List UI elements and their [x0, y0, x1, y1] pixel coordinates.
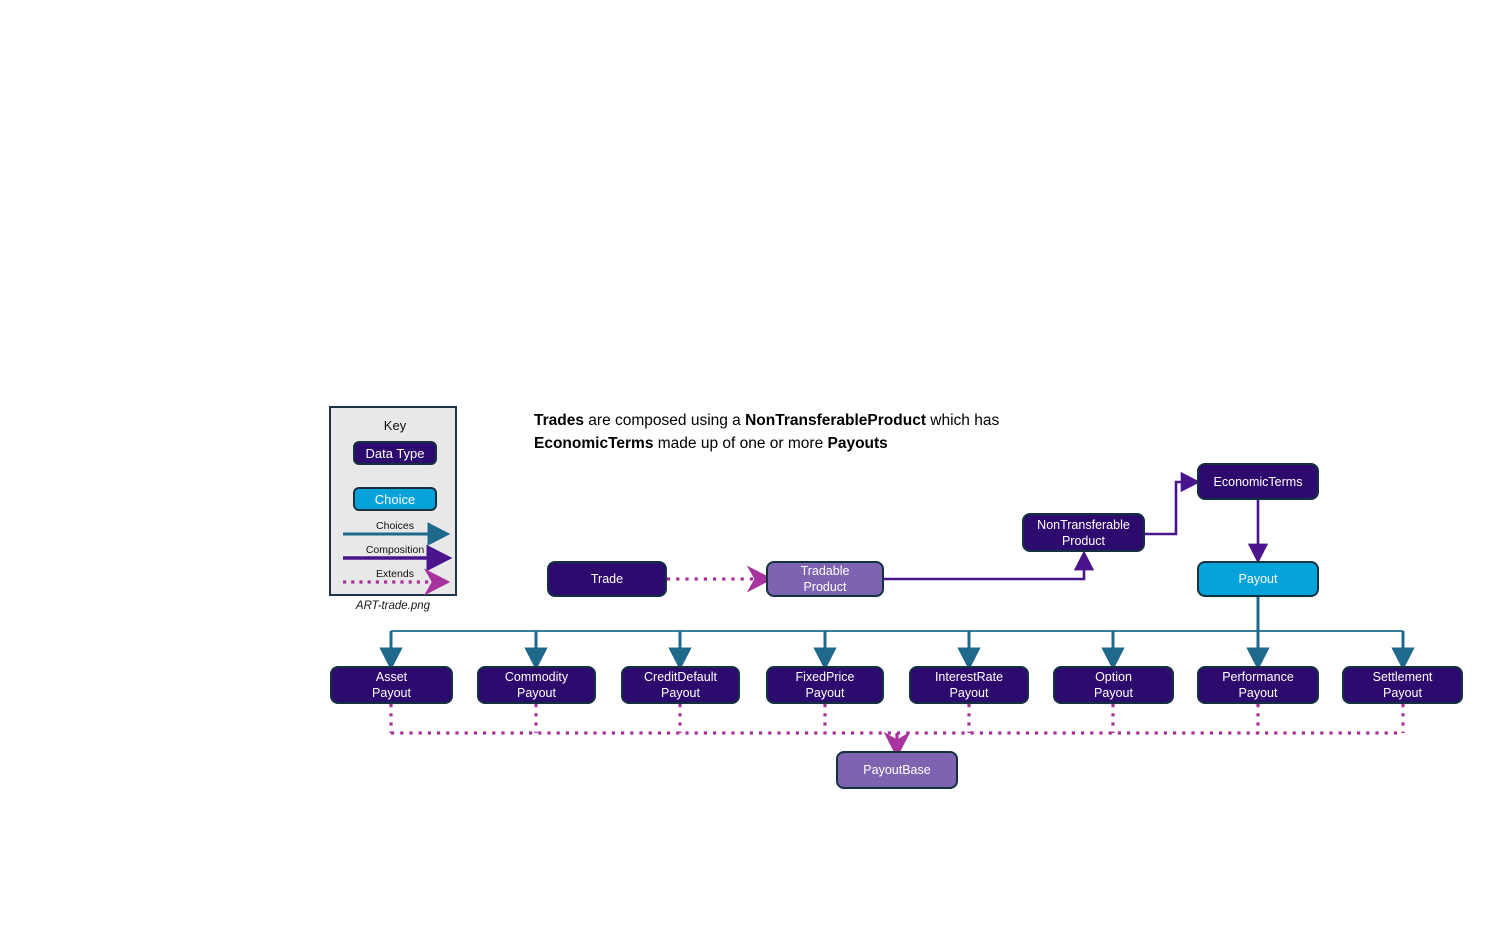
headline-text-1: are composed using a: [583, 412, 746, 429]
node-asset_payout[interactable]: Asset Payout: [330, 666, 453, 704]
key-legend-label-choices: Choices: [376, 520, 414, 532]
edge-tradable-product-to-nontransferable-product: [884, 550, 1095, 581]
key-swatch-data-type: Data Type: [353, 441, 437, 465]
key-title: Key: [383, 418, 407, 433]
headline-text-3: made up of one or more: [653, 435, 828, 452]
key-legend-box: Key Data Type Choice Choices Composition…: [329, 406, 457, 596]
headline-term-payouts: Payouts: [827, 435, 888, 452]
node-interestrate_payout[interactable]: InterestRate Payout: [909, 666, 1029, 704]
node-payout_base[interactable]: PayoutBase: [836, 751, 958, 789]
node-option_payout[interactable]: Option Payout: [1053, 666, 1174, 704]
key-legend-label-extends: Extends: [376, 568, 414, 580]
edge-payouts-to-payout-base: [389, 704, 1405, 758]
edge-payout-choices-bus: [379, 597, 1415, 671]
node-commodity_payout[interactable]: Commodity Payout: [477, 666, 596, 704]
edge-nontransferable-product-to-economic-terms: [1145, 471, 1201, 536]
node-economic_terms[interactable]: EconomicTerms: [1197, 463, 1319, 500]
node-tradable_product[interactable]: Tradable Product: [766, 561, 884, 597]
key-legend-label-composition: Composition: [365, 544, 425, 556]
key-legend-arrows: [343, 522, 453, 596]
page-title: Trades are composed using a NonTransfera…: [534, 409, 1094, 455]
node-settlement_payout[interactable]: Settlement Payout: [1342, 666, 1463, 704]
node-nontransferable_product[interactable]: NonTransferable Product: [1022, 513, 1145, 552]
headline-term-nontransferableproduct: NonTransferableProduct: [745, 412, 926, 429]
headline-term-economicterms: EconomicTerms: [534, 435, 654, 452]
headline-text-2: which has: [925, 412, 1000, 429]
headline-term-trades: Trades: [534, 412, 584, 429]
node-creditdefault_payout[interactable]: CreditDefault Payout: [621, 666, 740, 704]
key-caption: ART-trade.png: [355, 600, 431, 612]
node-payout[interactable]: Payout: [1197, 561, 1319, 597]
node-performance_payout[interactable]: Performance Payout: [1197, 666, 1319, 704]
key-swatch-choice: Choice: [353, 487, 437, 511]
node-fixedprice_payout[interactable]: FixedPrice Payout: [766, 666, 884, 704]
node-trade[interactable]: Trade: [547, 561, 667, 597]
